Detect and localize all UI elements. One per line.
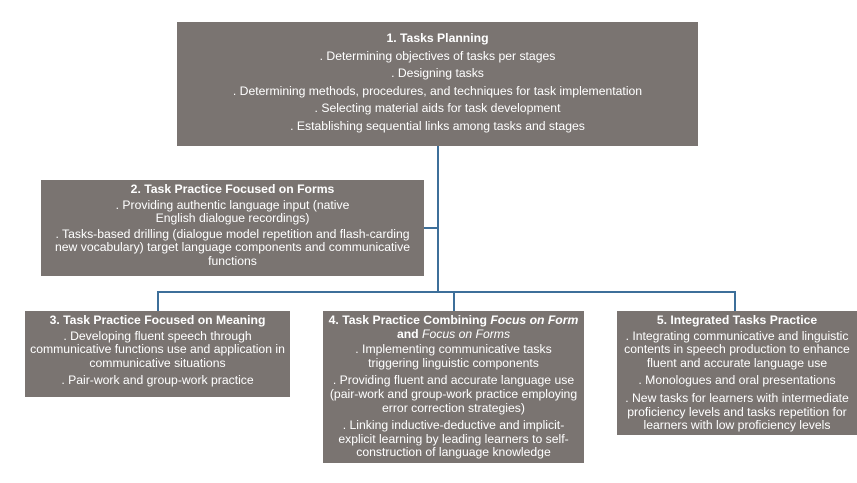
box3-title: 3. Task Practice Focused on Meaning [49, 313, 266, 327]
box1-item: . Establishing sequential links among ta… [290, 118, 585, 133]
connector-to-box2 [424, 227, 438, 229]
connector-horizontal-bar [157, 291, 735, 293]
box4-title-prefix: 4. Task Practice Combining [328, 313, 491, 327]
box5-item: . Integrating communicative and linguist… [624, 328, 850, 370]
box5-item: . Monologues and oral presentations [638, 373, 836, 388]
box2-title: 2. Task Practice Focused on Forms [130, 182, 335, 196]
box3-item: . Developing fluent speech through commu… [30, 328, 285, 370]
box4-item: . Linking inductive-deductive and implic… [338, 418, 569, 460]
box4-item: . Implementing communicative tasks trigg… [355, 342, 552, 370]
box1-item: . Determining objectives of tasks per st… [319, 48, 556, 63]
box4-title-mid: and [396, 326, 422, 341]
box4-title-em1: Focus on Form [490, 313, 579, 327]
box3-item: . Pair-work and group-work practice [61, 373, 254, 388]
practice-forms-box: 2. Task Practice Focused on Forms . Prov… [41, 180, 424, 276]
box1-item: . Determining methods, procedures, and t… [232, 83, 643, 98]
box1-item: . Designing tasks [391, 66, 484, 81]
box5-item: . New tasks for learners with intermedia… [625, 390, 849, 433]
box4-item: . Providing fluent and accurate language… [329, 373, 578, 415]
connector-to-box5 [734, 291, 736, 311]
box1-item: . Selecting material aids for task devel… [314, 101, 561, 116]
box1-title: 1. Tasks Planning [386, 31, 489, 45]
integrated-practice-box: 5. Integrated Tasks Practice . Integrati… [617, 311, 857, 435]
box2-item: . Providing authentic language input (na… [115, 197, 350, 226]
box5-title: 5. Integrated Tasks Practice [656, 313, 818, 327]
connector-trunk [437, 146, 439, 292]
practice-combining-box: 4. Task Practice Combining Focus on Form… [323, 311, 584, 463]
connector-to-box3 [157, 291, 159, 311]
box2-item: . Tasks-based drilling (dialogue model r… [55, 226, 410, 268]
box4-title: 4. Task Practice Combining Focus on Form… [323, 313, 584, 341]
practice-meaning-box: 3. Task Practice Focused on Meaning . De… [25, 311, 290, 397]
connector-to-box4 [453, 291, 455, 311]
tasks-planning-box: 1. Tasks Planning . Determining objectiv… [177, 22, 698, 146]
box4-title-em2: Focus on Forms [422, 326, 511, 341]
